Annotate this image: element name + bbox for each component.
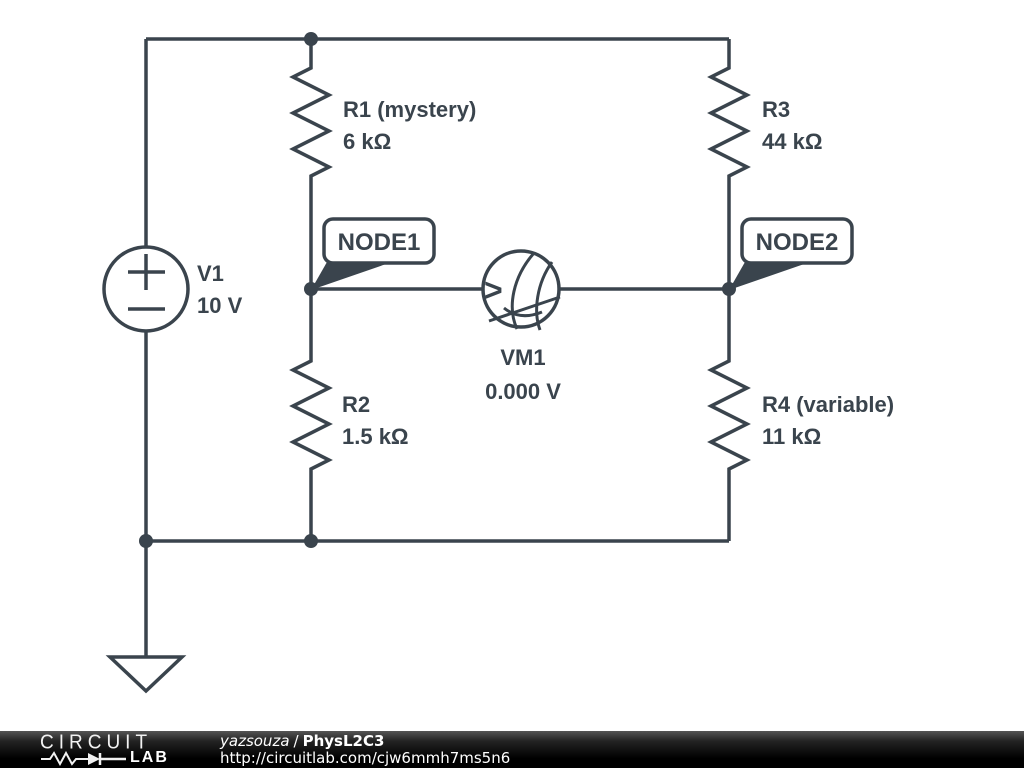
circuitlab-logo-wordmark: CIRCUIT: [40, 731, 153, 754]
circuit-url[interactable]: http://circuitlab.com/cjw6mmh7ms5n6: [220, 748, 511, 767]
voltmeter-tick-arc: [503, 306, 543, 318]
junction-dot-node1: [304, 282, 318, 296]
v1-name-label: V1: [197, 261, 224, 286]
schematic-canvas: V1 10 V R1 (mystery) 6 kΩ R3 44 kΩ R2 1.…: [102, 32, 894, 694]
r3-value-label: 44 kΩ: [762, 129, 822, 154]
node1-label: NODE1: [338, 229, 421, 256]
author-name: yazsouza: [220, 731, 290, 750]
r4-name-label: R4 (variable): [762, 392, 894, 417]
junction-dot: [139, 534, 153, 548]
footer-meta: yazsouza/PhysL2C3 http://circuitlab.com/…: [220, 731, 511, 767]
r1-value-label: 6 kΩ: [343, 129, 391, 154]
circuitlab-logo-lab: LAB: [130, 749, 169, 766]
node2-box: [740, 217, 854, 265]
r1-name-label: R1 (mystery): [343, 97, 476, 122]
separator: /: [293, 731, 299, 750]
node1-callout[interactable]: NODE1: [311, 217, 436, 290]
resistor-r2[interactable]: R2 1.5 kΩ: [289, 289, 409, 541]
ground-triangle-icon: [105, 655, 187, 694]
resistor-r1-zigzag: [289, 39, 333, 289]
voltage-source-circle: [102, 245, 190, 333]
v1-value-label: 10 V: [197, 293, 243, 318]
node2-callout[interactable]: NODE2: [729, 217, 854, 290]
r4-value-label: 11 kΩ: [762, 424, 821, 449]
voltmeter-arc-2: [535, 261, 554, 331]
vm1-value-label: 0.000 V: [485, 379, 561, 404]
resistor-r3[interactable]: R3 44 kΩ: [707, 39, 822, 289]
r2-value-label: 1.5 kΩ: [342, 424, 409, 449]
footer-title-line: yazsouza/PhysL2C3: [220, 731, 510, 750]
plus-sign-icon: [128, 254, 165, 290]
junction-dot: [304, 534, 318, 548]
circuitlab-logo: CIRCUIT LAB: [40, 733, 190, 766]
circuit-title: PhysL2C3: [302, 731, 385, 750]
footer-bar: CIRCUIT LAB yazsouza/PhysL2C3 http://cir…: [0, 731, 1024, 768]
junction-dot: [304, 32, 318, 46]
ground-symbol[interactable]: [105, 541, 187, 694]
resistor-r3-zigzag: [707, 39, 751, 289]
resistor-r4-zigzag: [707, 289, 751, 541]
voltmeter-vm1[interactable]: > VM1 0.000 V: [481, 249, 561, 404]
node2-pointer: [729, 262, 810, 290]
voltage-source-v1[interactable]: V1 10 V: [102, 245, 243, 333]
node1-pointer: [311, 262, 392, 290]
r3-name-label: R3: [762, 97, 790, 122]
resistor-diode-icon: [41, 750, 126, 766]
node1-box: [322, 217, 436, 265]
resistor-r1[interactable]: R1 (mystery) 6 kΩ: [289, 39, 476, 289]
resistor-r2-zigzag: [289, 289, 333, 541]
voltmeter-needle: [488, 295, 561, 323]
node2-label: NODE2: [756, 229, 839, 256]
resistor-r4[interactable]: R4 (variable) 11 kΩ: [707, 289, 894, 541]
vm1-name-label: VM1: [500, 345, 545, 370]
voltmeter-circle: [481, 249, 561, 329]
r2-name-label: R2: [342, 392, 370, 417]
voltmeter-polarity-glyph: >: [484, 272, 503, 308]
junction-dot-node2: [722, 282, 736, 296]
voltmeter-arc-1: [510, 252, 536, 330]
